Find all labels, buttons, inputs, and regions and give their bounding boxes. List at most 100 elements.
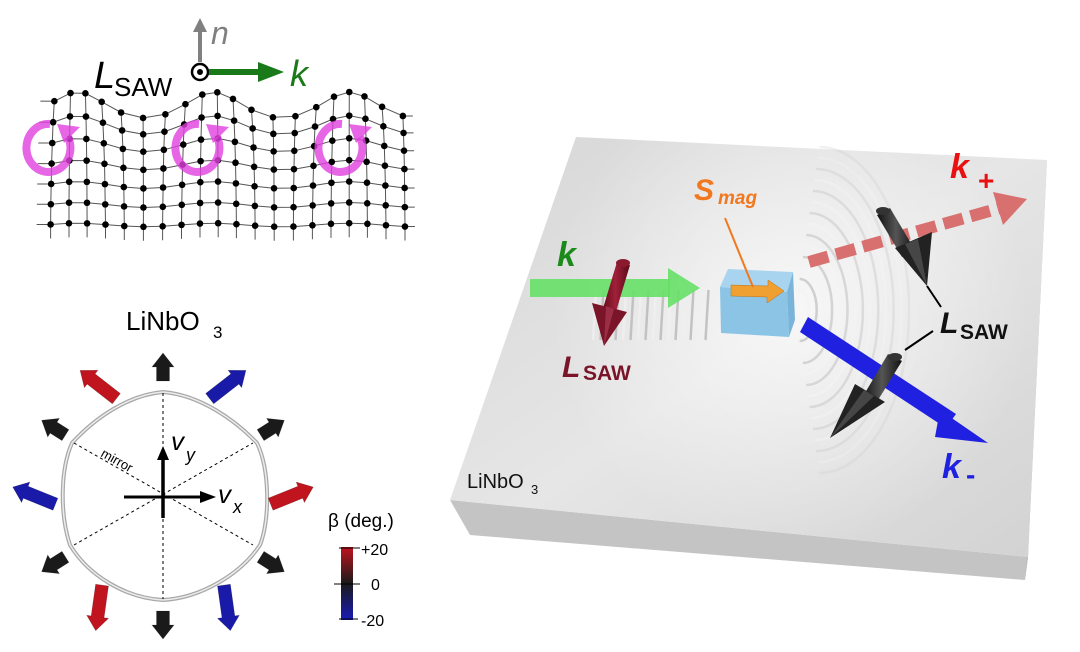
lattice-atom bbox=[345, 112, 353, 119]
lattice-atom bbox=[363, 200, 371, 207]
polarization-arrows bbox=[12, 352, 314, 640]
lattice-atom bbox=[327, 220, 335, 228]
lattice-atom bbox=[270, 185, 278, 192]
incident-ripple bbox=[636, 289, 643, 341]
arrow-bottom-right-icon bbox=[216, 583, 240, 632]
incident-ripple bbox=[704, 289, 710, 341]
lattice-atom bbox=[120, 203, 128, 210]
substrate-label-subscript: 3 bbox=[531, 482, 538, 497]
lattice-atom bbox=[67, 89, 74, 97]
lattice-atom bbox=[214, 178, 222, 185]
lattice-atom bbox=[232, 159, 239, 167]
lattice-atom bbox=[49, 118, 57, 126]
lattice-atom bbox=[101, 160, 108, 168]
lattice-atom bbox=[251, 222, 259, 229]
lattice-atom bbox=[82, 90, 89, 97]
lattice-atom bbox=[139, 131, 147, 138]
lattice-atom bbox=[196, 220, 204, 227]
colorbar-tick-label: 0 bbox=[371, 577, 380, 594]
out-of-plane-dot-icon bbox=[197, 69, 203, 75]
lattice-atom bbox=[48, 139, 56, 147]
lattice-atom bbox=[251, 182, 258, 190]
k-minus-label: k bbox=[942, 448, 963, 486]
lattice-atom bbox=[197, 157, 204, 165]
incident-ripple bbox=[629, 289, 635, 341]
incident-k-label: k bbox=[557, 236, 578, 274]
lattice-atom bbox=[118, 127, 126, 134]
lattice-atom bbox=[401, 203, 409, 211]
lattice-atom bbox=[292, 112, 299, 120]
substrate-label: LiNbO bbox=[467, 471, 524, 493]
ripple-ring bbox=[811, 200, 872, 420]
lattice-atom bbox=[199, 91, 206, 98]
lattice-column-line bbox=[84, 93, 88, 238]
lattice-atom bbox=[196, 199, 204, 207]
lattice-atom bbox=[65, 220, 73, 227]
k-plus-subscript: + bbox=[978, 165, 994, 196]
lattice-atom bbox=[197, 178, 204, 186]
lattice-atom bbox=[380, 142, 388, 150]
ripple-ring bbox=[804, 244, 842, 376]
lattice-atom bbox=[139, 148, 147, 156]
lattice-atom bbox=[140, 223, 147, 231]
lattice-atom bbox=[120, 183, 128, 191]
lattice-atom bbox=[330, 93, 338, 100]
lattice-atom bbox=[160, 146, 168, 154]
rotation-arrow-head-icon bbox=[57, 124, 80, 143]
lattice-atom bbox=[214, 219, 222, 227]
lattice-atom bbox=[311, 123, 319, 130]
incident-k-arrow bbox=[530, 279, 670, 297]
k-arrow-head-icon bbox=[258, 62, 284, 82]
lattice-atom bbox=[214, 112, 221, 120]
magnet-label: S bbox=[694, 174, 714, 207]
rotation-arrow bbox=[22, 119, 75, 176]
arrow-left-icon bbox=[12, 481, 59, 511]
ripple-ring bbox=[799, 277, 818, 343]
lattice-atom bbox=[401, 165, 408, 173]
outgoing-l-saw-subscript: SAW bbox=[960, 321, 1008, 344]
lattice-atom bbox=[159, 184, 167, 191]
lattice-atom bbox=[178, 221, 185, 229]
lattice-atom bbox=[117, 109, 125, 116]
lattice-atom bbox=[329, 137, 336, 144]
ripple-ring bbox=[809, 211, 865, 409]
k-minus-arrow-head-icon bbox=[935, 410, 988, 443]
lattice-atom bbox=[345, 88, 353, 96]
lattice-atom bbox=[83, 220, 91, 227]
lattice-atom bbox=[230, 117, 238, 124]
lattice-atom bbox=[139, 114, 147, 122]
lattice-atom bbox=[399, 112, 407, 120]
lattice-atom bbox=[290, 165, 298, 173]
arrow-top-left-icon bbox=[79, 369, 121, 405]
lattice-row-line bbox=[40, 91, 413, 119]
arrow-right-lower-icon bbox=[256, 550, 285, 575]
lattice-atom bbox=[309, 202, 316, 209]
magnet-block-side bbox=[787, 272, 795, 337]
normal-label: n bbox=[211, 15, 229, 51]
lattice-atom bbox=[231, 138, 239, 146]
k-plus-label: k bbox=[950, 148, 971, 186]
incident-ripple bbox=[659, 289, 665, 341]
lattice-atom bbox=[83, 178, 91, 186]
lattice-atom bbox=[290, 184, 298, 192]
lattice-atom bbox=[159, 222, 166, 230]
ripple-ring bbox=[816, 167, 895, 453]
lattice-atom bbox=[120, 222, 128, 230]
lattice-atom bbox=[233, 220, 240, 228]
slab-front-face bbox=[450, 500, 1028, 580]
vx-label: v bbox=[218, 479, 233, 509]
arrow-bottom-left-icon bbox=[86, 583, 110, 632]
lattice-atom bbox=[380, 123, 387, 130]
ripple-ring bbox=[806, 233, 849, 387]
ripple-ring bbox=[819, 145, 911, 475]
lattice-atom bbox=[83, 157, 90, 164]
lattice-atom bbox=[159, 203, 167, 211]
lattice-atom bbox=[400, 147, 408, 154]
incident-ripple bbox=[651, 289, 658, 341]
lattice-atom bbox=[65, 199, 73, 206]
incident-ripple bbox=[681, 289, 688, 341]
colorbar-tick-label: +20 bbox=[361, 542, 388, 559]
ripple-ring bbox=[801, 266, 826, 354]
lattice-column-line bbox=[68, 93, 71, 238]
